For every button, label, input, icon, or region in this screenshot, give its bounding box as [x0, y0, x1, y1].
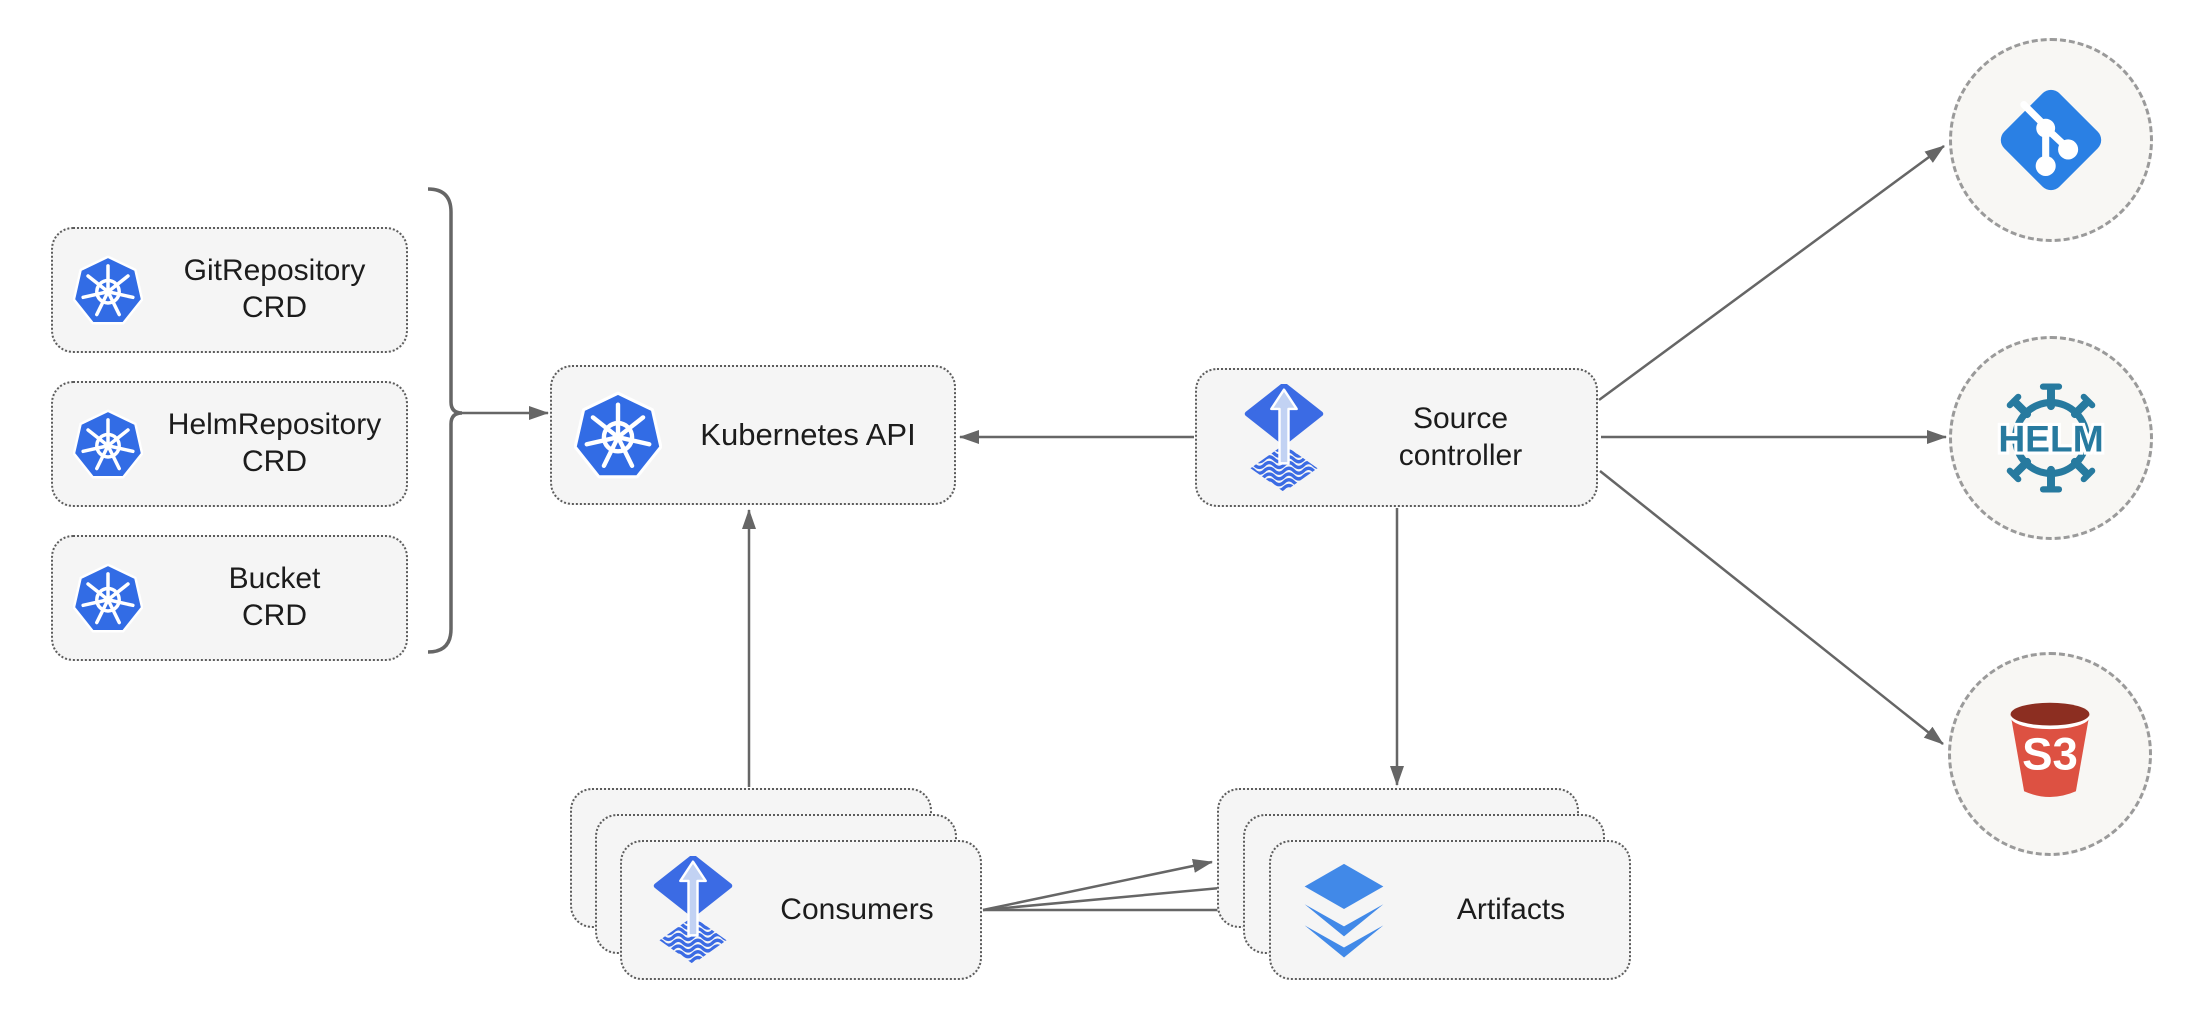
helm-repository-crd-label: HelmRepository CRD: [167, 408, 382, 478]
helm-repository-crd-box: HelmRepository CRD: [51, 381, 408, 507]
arrow-source-controller-to-git: [1598, 144, 1945, 402]
source-controller-label: Source controller: [1398, 401, 1523, 472]
s3-source-circle: S3: [1948, 652, 2152, 856]
source-controller-box: Source controller: [1195, 368, 1598, 507]
flux-icon: [652, 856, 734, 964]
git-repository-crd-label: GitRepository CRD: [183, 254, 366, 324]
consumers-box: Consumers: [620, 840, 982, 980]
helm-wordmark: HELM: [1998, 417, 2103, 459]
arrow-source-controller-to-s3: [1599, 470, 1944, 745]
kubernetes-api-box: Kubernetes API: [550, 365, 956, 505]
s3-bucket-icon: S3: [2010, 702, 2090, 798]
kubernetes-icon: [73, 254, 143, 326]
kubernetes-icon: [574, 390, 662, 480]
kubernetes-api-label: Kubernetes API: [700, 417, 916, 453]
helm-icon: HELM: [1995, 383, 2107, 493]
git-repository-crd-box: GitRepository CRD: [51, 227, 408, 353]
consumers-label: Consumers: [780, 892, 934, 926]
bucket-crd-box: Bucket CRD: [51, 535, 408, 661]
flux-icon: [1243, 384, 1325, 492]
kubernetes-icon: [73, 562, 143, 634]
artifacts-box: Artifacts: [1269, 840, 1631, 980]
helm-source-circle: HELM: [1949, 336, 2153, 540]
bucket-crd-label: Bucket CRD: [228, 562, 321, 632]
git-source-circle: [1949, 38, 2153, 242]
artifacts-label: Artifacts: [1456, 892, 1566, 926]
arrow-consumers-to-artifacts-2: [982, 880, 1243, 912]
git-icon: [1992, 81, 2110, 199]
kubernetes-icon: [73, 408, 143, 480]
layers-icon: [1295, 862, 1393, 958]
arrow-consumers-to-artifacts-1: [982, 859, 1213, 912]
crd-group-bracket: [427, 187, 463, 654]
s3-wordmark: S3: [2022, 729, 2078, 780]
